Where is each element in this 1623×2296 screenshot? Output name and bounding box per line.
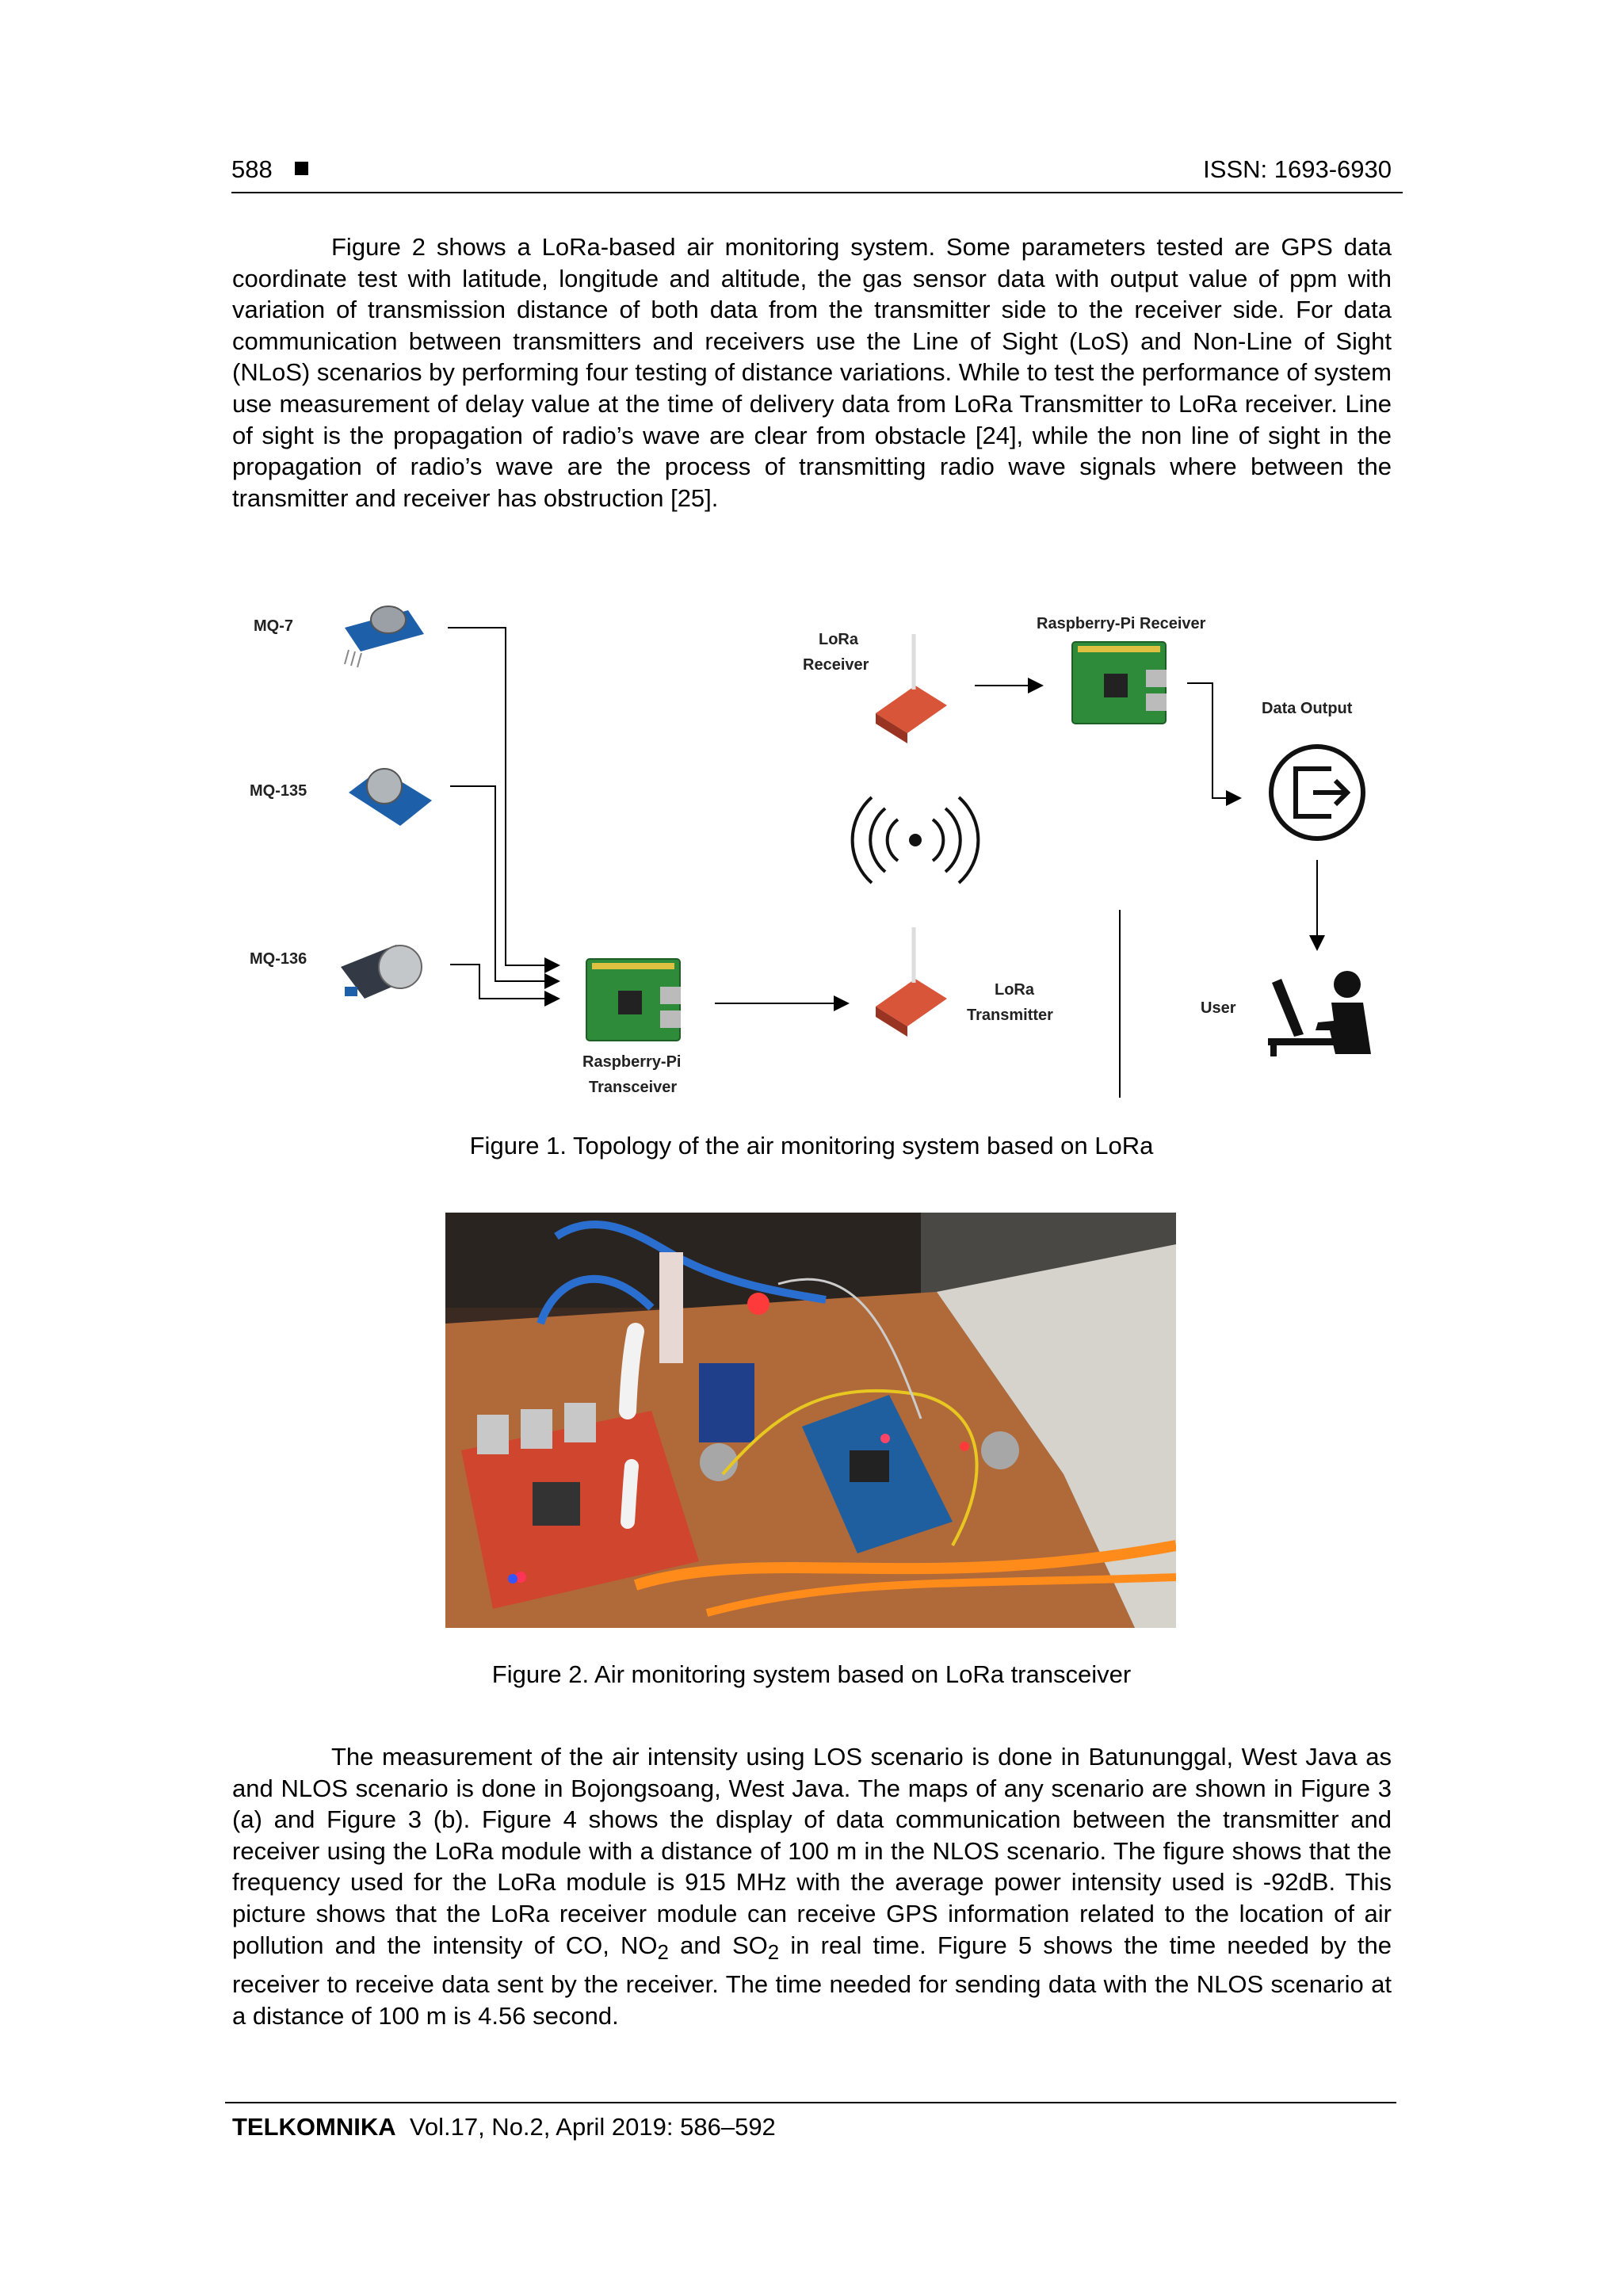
- hardware-photo: [445, 1213, 1176, 1628]
- rpi-transceiver-label-line2: Transceiver: [589, 1079, 677, 1096]
- raspberry-pi-transceiver-icon: [586, 958, 681, 1041]
- footer-citation: Vol.17, No.2, April 2019: 586–592: [409, 2113, 776, 2141]
- data-output-icon: [1269, 744, 1365, 841]
- mq7-label: MQ-7: [254, 617, 293, 635]
- mq135-label: MQ-135: [250, 782, 307, 800]
- journal-name: TELKOMNIKA: [232, 2113, 396, 2141]
- data-output-label: Data Output: [1262, 700, 1353, 717]
- footer-rule: [225, 2102, 1396, 2103]
- paragraph2-text-c: in real time. Figure 5 shows the time ne…: [232, 1931, 1392, 2030]
- paragraph2-text-b: and SO: [668, 1931, 768, 1959]
- lora-transmitter-icon: [876, 927, 947, 1037]
- paragraph2-text-a: The measurement of the air intensity usi…: [232, 1743, 1392, 1959]
- body-paragraph-1: Figure 2 shows a LoRa-based air monitori…: [232, 233, 1392, 512]
- arrow-to-data-output: [1187, 682, 1242, 806]
- lora-receiver-label-line1: LoRa: [819, 631, 859, 648]
- lora-transmitter-label-line1: LoRa: [995, 981, 1035, 999]
- wireless-signal-icon: [850, 796, 980, 884]
- figure1-caption: Figure 1. Topology of the air monitoring…: [469, 1132, 1154, 1159]
- issn: ISSN: 1693-6930: [1203, 155, 1392, 183]
- figure2-caption: Figure 2. Air monitoring system based on…: [491, 1660, 1132, 1688]
- square-bullet-icon: [295, 162, 308, 175]
- user-label: User: [1201, 999, 1236, 1017]
- rpi-transceiver-label-line1: Raspberry-Pi: [582, 1053, 682, 1071]
- paragraph2-subscript-2: 2: [767, 1941, 780, 1964]
- arduino-board-photo: [802, 1395, 953, 1553]
- lora-transmitter-label-line2: Transmitter: [967, 1007, 1053, 1024]
- lora-receiver-icon: [876, 634, 947, 743]
- mq135-sensor-icon: [349, 768, 432, 826]
- paragraph2-subscript-1: 2: [657, 1941, 669, 1964]
- page-footer: TELKOMNIKA Vol.17, No.2, April 2019: 586…: [232, 2113, 776, 2141]
- mq136-sensor-icon: [341, 945, 422, 999]
- sensor-connector-lines: [448, 627, 560, 1007]
- page-number: 588: [231, 155, 273, 183]
- mq136-label: MQ-136: [250, 950, 307, 968]
- user-at-computer-icon: [1268, 971, 1371, 1056]
- lora-receiver-label-line2: Receiver: [803, 656, 869, 674]
- raspberry-pi-board-photo: [461, 1403, 699, 1609]
- page-header: 588 ISSN: 1693-6930: [231, 155, 1403, 193]
- mq7-sensor-icon: [344, 606, 424, 668]
- raspberry-pi-receiver-icon: [1071, 641, 1167, 724]
- body-paragraph-2: The measurement of the air intensity usi…: [232, 1741, 1392, 2032]
- topology-diagram: MQ-7 MQ-135 MQ-136 Raspberry-Pi Transcei…: [250, 606, 1371, 1098]
- rpi-receiver-label: Raspberry-Pi Receiver: [1037, 615, 1206, 632]
